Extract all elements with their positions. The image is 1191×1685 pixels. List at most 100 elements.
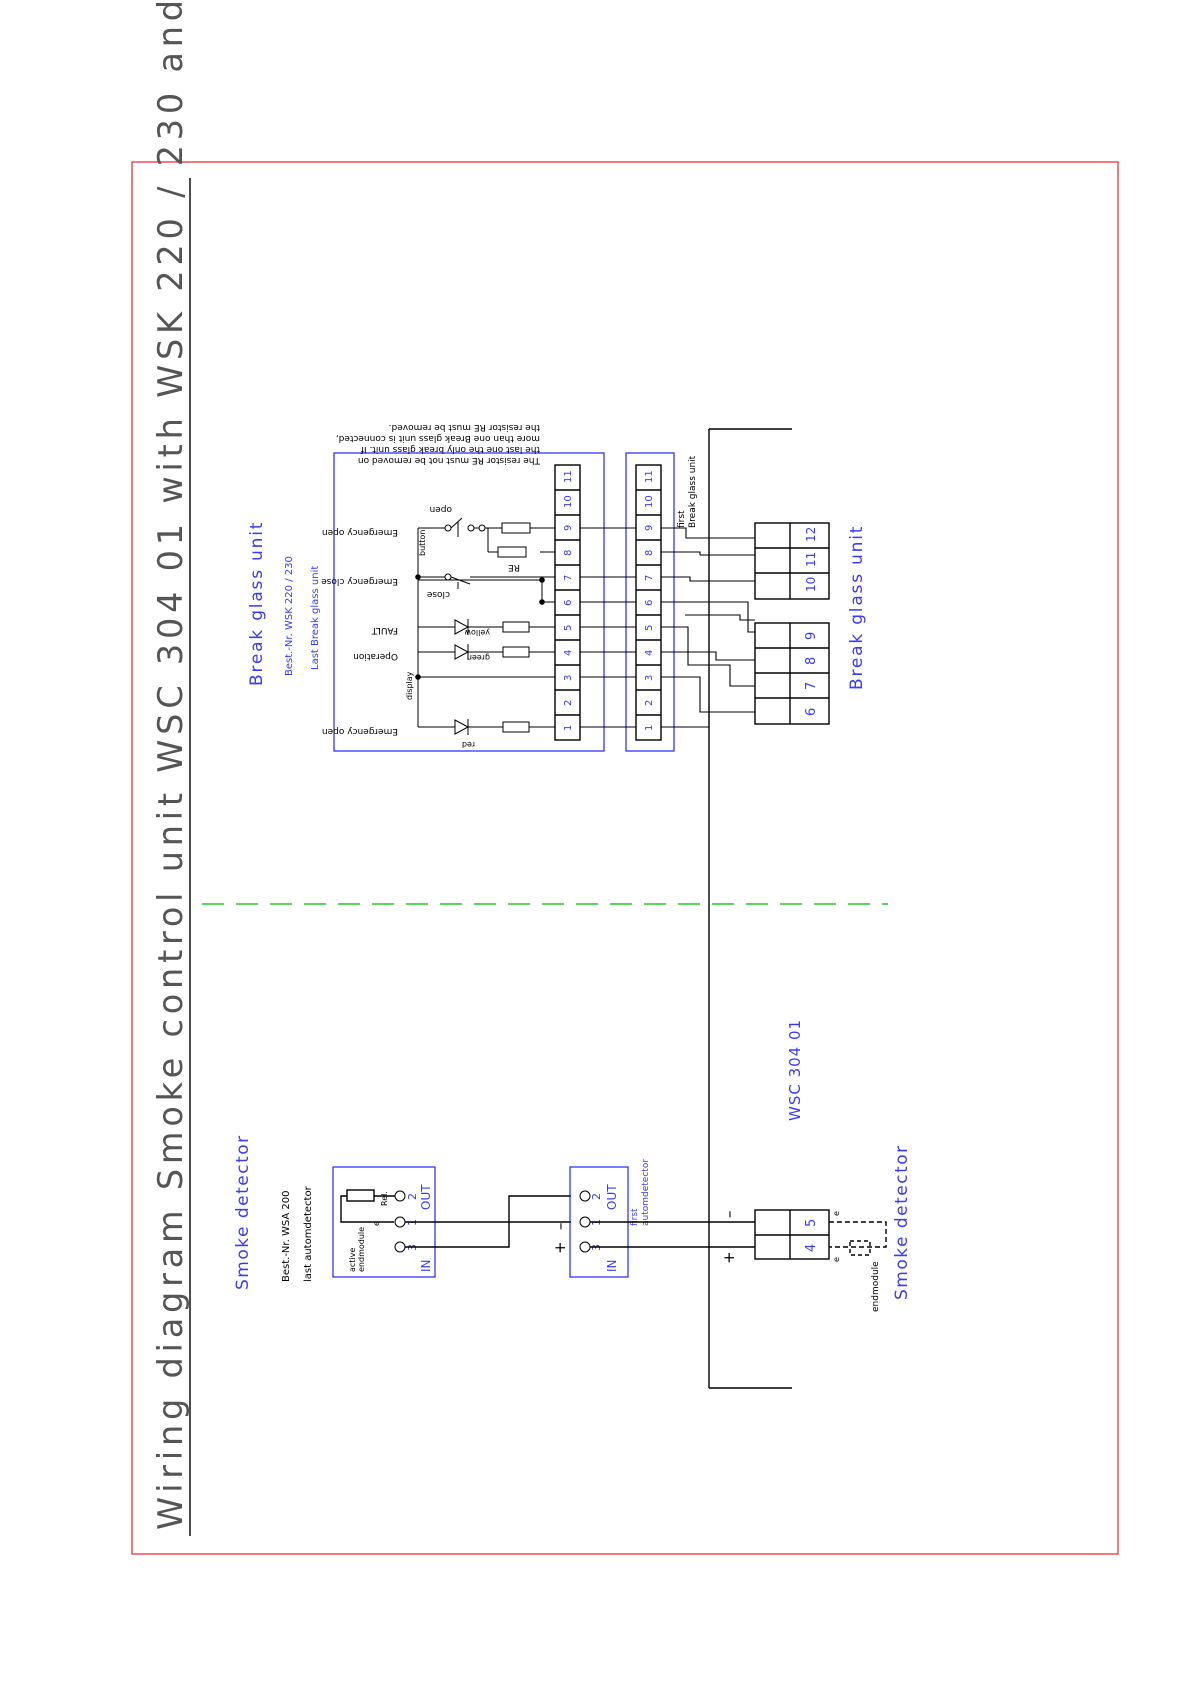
bg-unit-position: Last Break glass unit (310, 566, 321, 670)
bg-unit-t9: 9 (563, 525, 574, 531)
controller-t5: 5 (804, 1219, 819, 1227)
controller-e1: e (832, 1211, 841, 1216)
bg-first-t10: 10 (644, 495, 655, 508)
smoke-first-out: OUT (605, 1184, 619, 1210)
smoke-last-e-label: e (372, 1221, 381, 1226)
bg-unit-t5: 5 (563, 625, 574, 631)
ctrl-bg-t11: 11 (804, 552, 818, 567)
bg-label-em-open-top: Emergency open (322, 527, 398, 537)
bg-label-display: display (405, 671, 414, 700)
smoke-last-terminal-3[interactable] (394, 1241, 406, 1253)
smoke-last-terminal-2[interactable] (394, 1190, 406, 1202)
bg-unit-t7: 7 (563, 575, 574, 581)
smoke-first-plus: + (551, 1241, 569, 1254)
smoke-last-order: Best.-Nr. WSA 200 (281, 1191, 292, 1283)
bg-unit-t6: 6 (563, 600, 574, 606)
controller-label: WSC 304 01 (786, 1019, 804, 1121)
switch-close (444, 573, 471, 589)
smoke-last-t2: 2 (406, 1193, 419, 1200)
smoke-first-terminal-3[interactable] (579, 1241, 591, 1253)
controller-minus: – (720, 1211, 738, 1219)
bg-unit-t1: 1 (563, 725, 574, 731)
bg-first-terminal-dividers (636, 489, 661, 716)
smoke-first-pos2: automdetector (641, 1159, 651, 1226)
bg-note-line-4: the resistor RE must be removed. (389, 422, 540, 432)
bg-interconnect-wires (580, 527, 636, 728)
ctrl-bg-t7: 7 (804, 682, 819, 690)
ctrl-bg-terminals-upper (754, 522, 830, 600)
bg-label-em-open-bottom: Emergency open (322, 726, 398, 736)
switch-open (444, 517, 486, 537)
smoke-last-position: last automdetector (303, 1185, 314, 1282)
bg-note-line-2: the last one the only break glass unit. … (360, 444, 540, 454)
controller-e2: e (832, 1257, 841, 1262)
smoke-last-terminal-1[interactable] (394, 1216, 406, 1228)
bg-unit-t2: 2 (563, 700, 574, 706)
bg-first-t5: 5 (644, 625, 655, 631)
led-yellow (454, 619, 470, 635)
bg-first-t11: 11 (644, 470, 655, 483)
smoke-first-minus: – (551, 1223, 569, 1231)
bg-first-t4: 4 (644, 650, 655, 656)
led-red (454, 719, 470, 735)
bg-unit-note: The resistor RE must not be removed on t… (336, 422, 541, 465)
led-green (454, 644, 470, 660)
smoke-first-terminal-2[interactable] (579, 1190, 591, 1202)
ctrl-bg-t9: 9 (804, 632, 819, 640)
controller-endmodule-label: endmodule (871, 1261, 881, 1312)
smoke-first-pos1: first (630, 1208, 640, 1226)
ctrl-bg-t8: 8 (804, 657, 819, 665)
bg-label-re: RE (508, 562, 520, 572)
bg-label-close: close (426, 589, 450, 599)
bg-first-t6: 6 (644, 600, 655, 606)
smoke-last-heading: Smoke detector (233, 1134, 253, 1290)
sheet-frame (131, 161, 1119, 1555)
bg-unit-terminal-dividers (555, 489, 580, 716)
bg-label-em-close: Emergency close (321, 576, 398, 586)
bg-unit-heading: Break glass unit (247, 521, 267, 686)
smoke-first-terminal-1[interactable] (579, 1216, 591, 1228)
bg-note-line-1: The resistor RE must not be removed on (358, 455, 541, 465)
bg-first-pos2: Break glass unit (688, 455, 698, 528)
bg-unit-internal-wiring (417, 522, 555, 733)
bg-unit-order: Best.-Nr. WSK 220 / 230 (284, 556, 295, 676)
controller-smoke-heading: Smoke detector (892, 1144, 912, 1300)
bg-unit-t4: 4 (563, 650, 574, 656)
bg-unit-t10: 10 (563, 495, 574, 508)
controller-endmodule (849, 1240, 871, 1256)
bg-label-fault: FAULT (371, 625, 398, 635)
bg-unit-t3: 3 (563, 675, 574, 681)
bg-label-yellow: yellow (464, 628, 490, 637)
controller-plus: + (720, 1251, 738, 1264)
bg-label-button: button (418, 530, 427, 556)
bg-note-line-3: more than one Break glass unit is connec… (336, 433, 540, 443)
bg-unit-t8: 8 (563, 550, 574, 556)
bg-unit-t11: 11 (563, 470, 574, 483)
bg-controller-wires (661, 527, 755, 728)
controller-t4: 4 (804, 1244, 819, 1252)
bg-label-open: open (430, 504, 452, 514)
ctrl-bg-t10: 10 (804, 577, 818, 592)
bg-first-t1: 1 (644, 725, 655, 731)
resistor-rel-label: Rel. (380, 1191, 389, 1206)
bg-first-t8: 8 (644, 550, 655, 556)
bg-label-red: red (462, 740, 475, 749)
ctrl-bg-t12: 12 (804, 527, 818, 542)
smoke-first-in: IN (605, 1259, 619, 1272)
smoke-last-endmodule: endmodule (357, 1227, 366, 1272)
smoke-first-t2: 2 (590, 1193, 603, 1200)
bg-first-t7: 7 (644, 575, 655, 581)
bg-first-pos1: first (677, 510, 687, 528)
smoke-last-in: IN (419, 1259, 433, 1272)
resistor-rel (346, 1189, 375, 1202)
smoke-last-out: OUT (419, 1184, 433, 1210)
bg-first-t3: 3 (644, 675, 655, 681)
page-title: Wiring diagram Smoke control unit WSC 30… (151, 0, 190, 1530)
smoke-last-active: active (348, 1248, 357, 1272)
bg-first-t2: 2 (644, 700, 655, 706)
ctrl-bg-heading: Break glass unit (847, 525, 867, 690)
bg-label-green: green (467, 653, 490, 662)
bg-label-operation: Operation (353, 651, 398, 661)
bg-first-t9: 9 (644, 525, 655, 531)
